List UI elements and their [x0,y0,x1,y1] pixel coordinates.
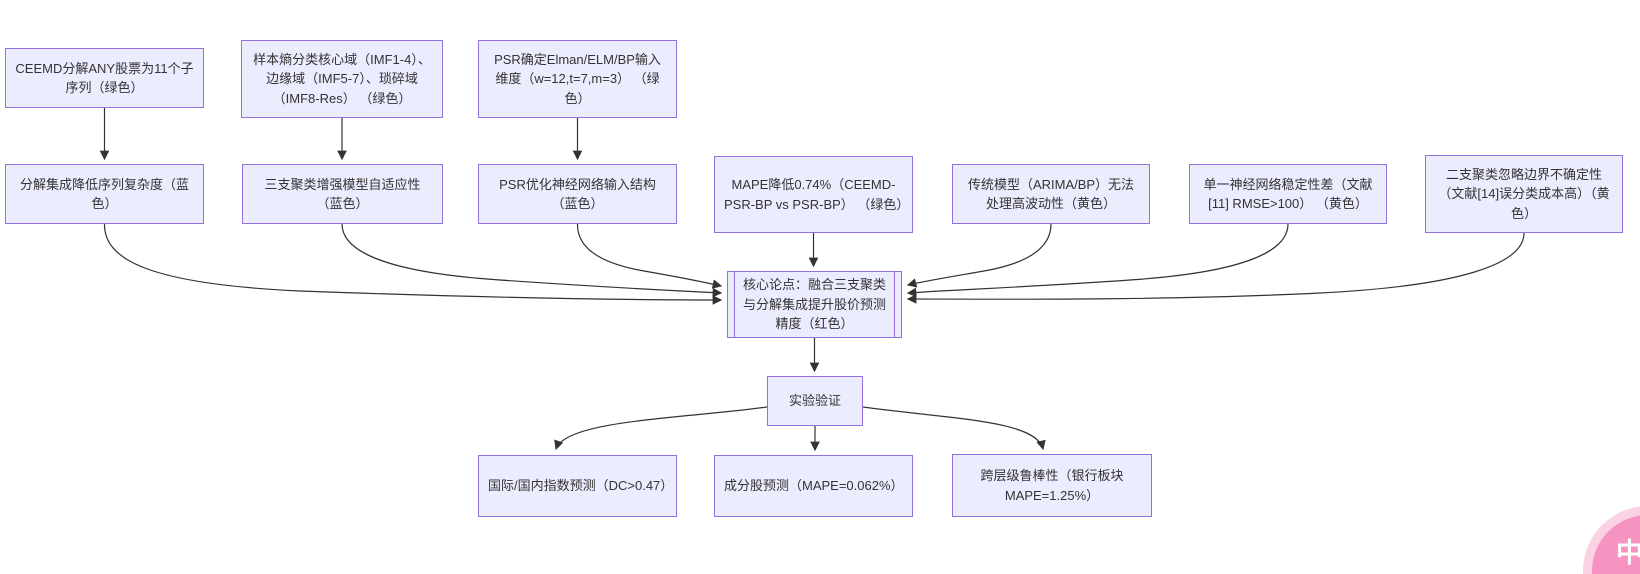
node-label: 传统模型（ARIMA/BP）无法处理高波动性（黄色） [967,176,1135,212]
translate-badge[interactable]: 中 A [1592,515,1640,574]
node-label: 核心论点：融合三支聚类与分解集成提升股价预测精度（红色） [742,277,886,332]
node-label: CEEMD分解ANY股票为11个子序列（绿色） [15,60,194,96]
node-label: 样本熵分类核心域（IMF1-4）、边缘域（IMF5-7）、琐碎域（IMF8-Re… [253,51,431,106]
node-label: 国际/国内指数预测（DC>0.47） [488,478,674,494]
node-label: PSR确定Elman/ELM/BP输入维度（w=12,t=7,m=3） （绿色） [494,51,661,106]
node-label: 成分股预测（MAPE=0.062%） [724,478,904,494]
node-index-prediction: 国际/国内指数预测（DC>0.47） [478,455,677,517]
edge-experiment-index [554,406,768,451]
node-cross-level-robustness: 跨层级鲁棒性（银行板块MAPE=1.25%） [952,454,1152,517]
node-label: 三支聚类增强模型自适应性（蓝色） [264,176,421,212]
node-decomposition-ensemble: 分解集成降低序列复杂度（蓝色） [5,164,204,224]
node-three-way-clustering: 三支聚类增强模型自适应性（蓝色） [242,164,443,224]
edge-singlenn-core [906,223,1289,298]
node-component-stock-prediction: 成分股预测（MAPE=0.062%） [714,455,913,517]
node-label: 二支聚类忽略边界不确定性（文献[14]误分类成本高）（黄色） [1438,166,1610,221]
edge-decomp-core [103,223,723,305]
edge-threeway-core [341,223,723,298]
edge-twoway-core [906,232,1525,304]
node-label: 跨层级鲁棒性（银行板块MAPE=1.25%） [980,468,1124,503]
node-traditional-models: 传统模型（ARIMA/BP）无法处理高波动性（黄色） [952,164,1150,224]
node-sample-entropy: 样本熵分类核心域（IMF1-4）、边缘域（IMF5-7）、琐碎域（IMF8-Re… [241,40,443,118]
node-ceemd-decompose: CEEMD分解ANY股票为11个子序列（绿色） [5,48,204,108]
node-label: 实验验证 [788,393,841,409]
node-label: PSR优化神经网络输入结构（蓝色） [499,176,656,212]
edge-psropt-core [576,223,723,289]
node-experiment-validation: 实验验证 [767,376,863,426]
node-core-thesis: 核心论点：融合三支聚类与分解集成提升股价预测精度（红色） [727,271,902,338]
node-psr-dimension: PSR确定Elman/ELM/BP输入维度（w=12,t=7,m=3） （绿色） [478,40,677,118]
node-mape-reduction: MAPE降低0.74%（CEEMD-PSR-BP vs PSR-BP） （绿色） [714,156,913,233]
edge-traditional-core [906,223,1052,288]
translate-badge-zh: 中 [1616,538,1640,568]
node-single-nn-instability: 单一神经网络稳定性差（文献[11] RMSE>100） （黄色） [1189,164,1387,224]
edge-experiment-robustness [862,406,1046,451]
node-psr-optimization: PSR优化神经网络输入结构（蓝色） [478,164,677,224]
node-label: MAPE降低0.74%（CEEMD-PSR-BP vs PSR-BP） （绿色） [724,177,910,212]
node-label: 单一神经网络稳定性差（文献[11] RMSE>100） （黄色） [1203,176,1373,212]
translate-badge-en: A [1634,555,1640,574]
node-label: 分解集成降低序列复杂度（蓝色） [19,176,189,212]
node-two-way-clustering: 二支聚类忽略边界不确定性（文献[14]误分类成本高）（黄色） [1425,155,1623,233]
